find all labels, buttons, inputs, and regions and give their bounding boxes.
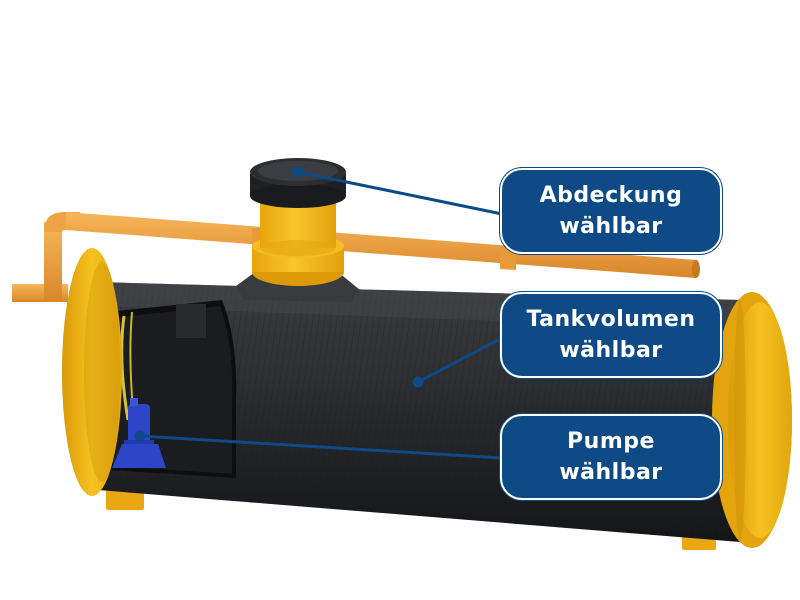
leader-lines bbox=[134, 166, 503, 460]
leader-line-tank bbox=[417, 336, 503, 384]
callout-abdeckung-line1: Abdeckung bbox=[539, 183, 683, 208]
access-riser bbox=[252, 194, 344, 286]
callout-abdeckung: Abdeckung wählbar bbox=[500, 168, 722, 254]
left-end-flange bbox=[62, 248, 122, 496]
right-end-cap bbox=[712, 292, 792, 548]
cover-lid bbox=[250, 158, 346, 208]
leader-line-pumpe bbox=[139, 434, 503, 460]
callout-pumpe-line1: Pumpe bbox=[567, 429, 655, 454]
callout-abdeckung-line2: wählbar bbox=[559, 214, 663, 239]
leader-line-abdeckung bbox=[297, 170, 503, 216]
cutaway-interior bbox=[102, 300, 237, 478]
callout-tankvolumen: Tankvolumen wählbar bbox=[500, 292, 722, 378]
callout-pumpe-line2: wählbar bbox=[559, 460, 663, 485]
callout-tankvolumen-line1: Tankvolumen bbox=[526, 307, 696, 332]
callout-tankvolumen-line2: wählbar bbox=[559, 338, 663, 363]
callout-pumpe: Pumpe wählbar bbox=[500, 414, 722, 500]
